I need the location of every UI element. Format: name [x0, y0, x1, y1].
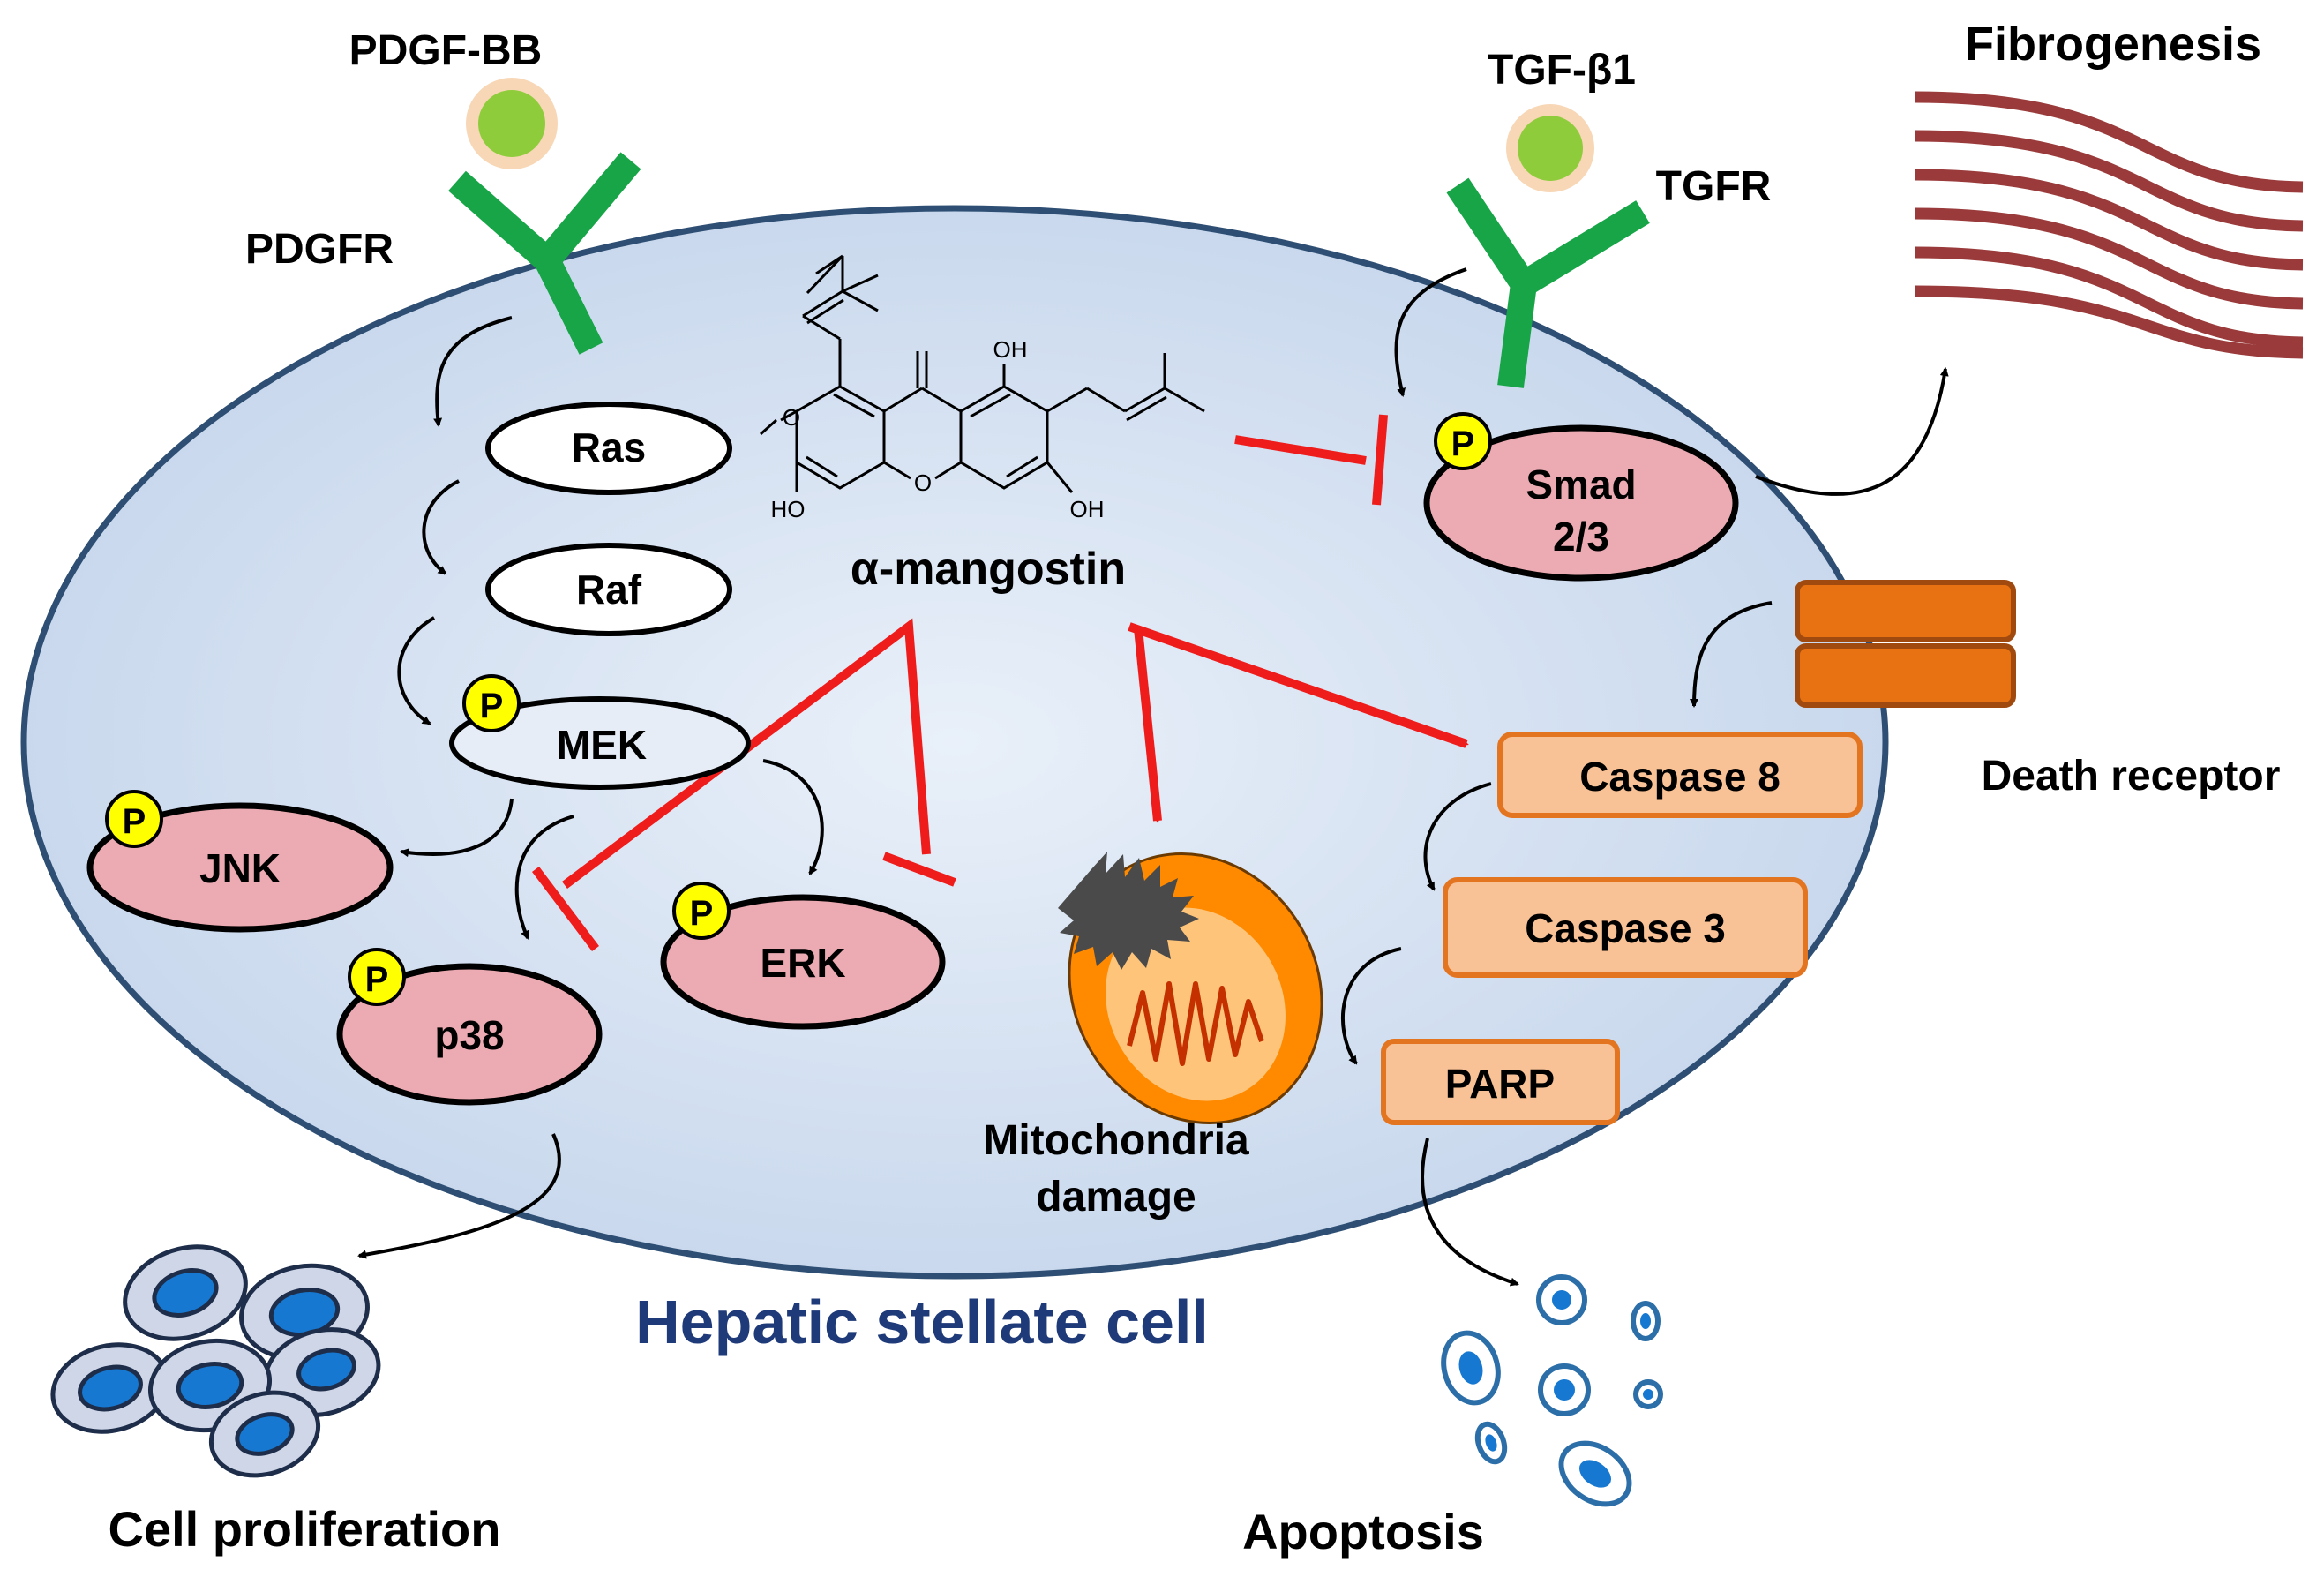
svg-text:PARP: PARP: [1445, 1061, 1555, 1107]
erk-node: ERK P: [660, 882, 946, 1030]
svg-text:OH: OH: [993, 336, 1028, 363]
arrow-p38-to-proliferation: [357, 1133, 561, 1259]
alpha-mangostin-label: α-mangostin: [851, 544, 1126, 595]
raf-node: Raf: [485, 543, 732, 636]
pdgfr-label: PDGFR: [245, 226, 394, 273]
svg-text:O: O: [783, 404, 800, 431]
smad-phospho-badge: [1434, 412, 1492, 470]
parp-node: PARP: [1381, 1039, 1620, 1125]
proliferating-cells-icon: [50, 1244, 381, 1478]
inhibit-mangostin-smad: [1234, 435, 1367, 465]
svg-text:P: P: [1451, 424, 1475, 463]
fibrogenesis-fibers: [1914, 91, 2304, 359]
erk-phospho-badge: [672, 882, 731, 940]
mek-phospho-badge: [462, 674, 521, 732]
svg-text:Caspase 8: Caspase 8: [1579, 754, 1780, 800]
svg-text:p38: p38: [434, 1012, 504, 1058]
arrow-casp8-to-casp3: [1423, 782, 1492, 891]
inhibit-bar-smad: [1372, 414, 1388, 506]
death-receptor-icon: [1795, 580, 2016, 708]
svg-text:2/3: 2/3: [1553, 514, 1609, 559]
arrow-mek-to-p38: [514, 815, 574, 940]
svg-text:JNK: JNK: [199, 845, 281, 891]
svg-text:ERK: ERK: [760, 940, 845, 986]
fibrogenesis-label: Fibrogenesis: [1965, 18, 2261, 71]
activate-mangostin-casp8: [1128, 622, 1469, 748]
arrow-ras-to-raf: [422, 479, 460, 575]
pdgf-bb-ligand: [466, 78, 558, 169]
smad-node: Smad 2/3 P: [1423, 412, 1739, 582]
svg-text:MEK: MEK: [557, 722, 647, 768]
cell-proliferation-label: Cell proliferation: [109, 1501, 501, 1557]
arrow-mek-to-jnk: [400, 798, 514, 858]
svg-text:Raf: Raf: [576, 567, 642, 612]
apoptotic-bodies-icon: [1441, 1274, 1663, 1507]
p38-phospho-badge: [348, 948, 406, 1006]
caspase8-node: Caspase 8: [1497, 732, 1863, 818]
tgfr-label: TGFR: [1656, 163, 1772, 210]
mitochondria-damage-label-line2: damage: [1036, 1174, 1196, 1220]
tgf-b1-label: TGF-β1: [1488, 47, 1636, 94]
inhibit-bar-p38: [532, 866, 599, 952]
pdgfr-receptor: [448, 152, 641, 355]
alpha-mangostin-structure: [760, 254, 1205, 493]
svg-text:P: P: [123, 802, 146, 841]
death-receptor-label: Death receptor: [1982, 753, 2281, 800]
activate-mangostin-mitochondria: [1134, 627, 1162, 823]
arrow-mek-to-erk: [762, 759, 824, 875]
pdgf-bb-label: PDGF-BB: [349, 27, 543, 74]
p38-node: p38 P: [336, 948, 603, 1106]
arrow-smad-to-fibrogenesis: [1755, 367, 1949, 496]
svg-text:O: O: [914, 469, 932, 496]
jnk-node: JNK P: [86, 790, 394, 933]
svg-text:P: P: [690, 894, 714, 933]
arrow-raf-to-mek: [397, 616, 436, 725]
arrow-pdgfr-to-ras: [433, 316, 513, 427]
apoptosis-label: Apoptosis: [1242, 1504, 1484, 1559]
mitochondria-icon: [1058, 852, 1323, 1124]
arrow-death-receptor-to-casp8: [1690, 601, 1773, 708]
tgf-b1-ligand: [1506, 104, 1594, 192]
svg-text:Ras: Ras: [572, 424, 646, 470]
svg-text:HO: HO: [771, 496, 806, 522]
arrow-casp3-to-parp: [1341, 947, 1402, 1065]
svg-text:P: P: [480, 687, 504, 725]
jnk-phospho-badge: [105, 790, 163, 848]
svg-text:P: P: [365, 960, 389, 999]
alpha-mangostin-atom-labels: OH O O HO OH: [771, 336, 1105, 522]
svg-text:Smad: Smad: [1526, 462, 1636, 507]
arrow-parp-to-apoptosis: [1421, 1138, 1519, 1287]
ras-node: Ras: [485, 402, 732, 495]
hepatic-stellate-cell-label: Hepatic stellate cell: [635, 1288, 1209, 1356]
svg-text:OH: OH: [1070, 496, 1105, 522]
mitochondria-damage-label-line1: Mitochondria: [983, 1117, 1249, 1164]
inhibit-bar-erk: [882, 852, 956, 887]
caspase3-node: Caspase 3: [1443, 877, 1808, 978]
svg-text:Caspase 3: Caspase 3: [1525, 905, 1726, 951]
mek-node: MEK P: [449, 674, 751, 790]
inhibit-mangostin-p38-erk: [561, 618, 931, 889]
arrow-tgfr-to-smad: [1394, 267, 1467, 397]
tgfr-receptor: [1446, 177, 1650, 388]
